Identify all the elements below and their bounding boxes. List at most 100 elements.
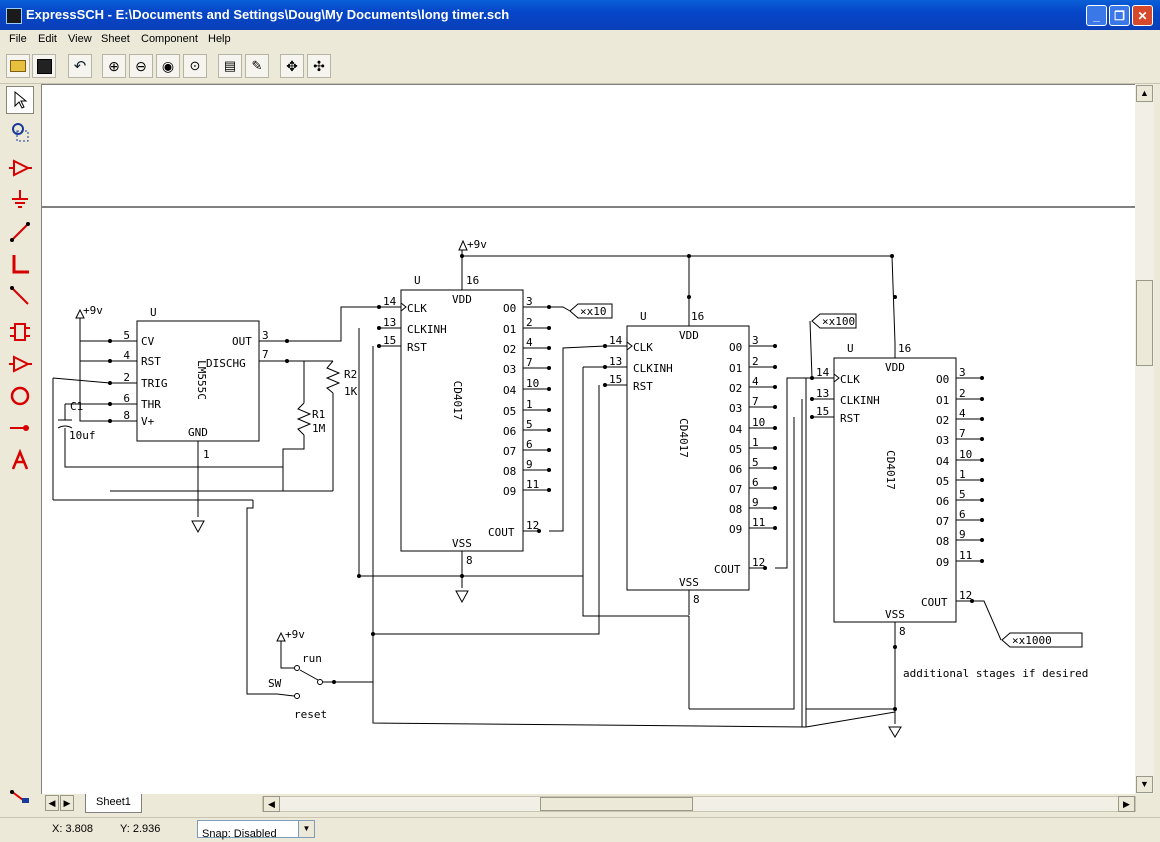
pin-icon	[10, 425, 29, 431]
junction-dot	[980, 559, 984, 563]
junction-dot	[547, 387, 551, 391]
tab-next-button[interactable]: ▶	[60, 795, 74, 811]
buffer-tool[interactable]	[6, 350, 34, 378]
chip-icon	[10, 323, 30, 341]
counter1-output-label: O4	[503, 384, 517, 397]
undo-button[interactable]: ↶	[68, 54, 92, 78]
pointer-tool[interactable]	[6, 86, 34, 114]
counter3-output-label: O0	[936, 373, 949, 386]
counter3-output-label: O9	[936, 556, 949, 569]
scroll-left-button[interactable]: ◀	[263, 796, 280, 812]
ground-tool[interactable]	[6, 186, 34, 214]
junction-dot	[547, 428, 551, 432]
r1-value-label: 1M	[312, 422, 326, 435]
junction-dot	[773, 344, 777, 348]
junction-dot	[547, 366, 551, 370]
vcc-arrow-icon	[458, 239, 468, 251]
vertical-scrollbar[interactable]: ▲ ▼	[1135, 84, 1154, 794]
properties-button[interactable]: ▤	[218, 54, 242, 78]
menu-file[interactable]: File	[9, 33, 27, 45]
counter3-input-label: RST	[840, 412, 860, 425]
timer-pin-number: 3	[262, 329, 269, 342]
counter1-pin-number: 2	[526, 316, 533, 329]
circle-tool[interactable]	[6, 382, 34, 410]
menu-sheet[interactable]: Sheet	[101, 33, 130, 45]
menu-edit[interactable]: Edit	[38, 33, 57, 45]
zoom-select-tool[interactable]	[6, 118, 34, 146]
junction-dot	[773, 466, 777, 470]
junction-dot	[980, 538, 984, 542]
counter1-pin-number: 5	[526, 418, 533, 431]
capacitor-icon	[57, 419, 73, 429]
horizontal-scrollbar[interactable]: ◀ ▶	[262, 796, 1136, 812]
junction-dot	[547, 326, 551, 330]
edit-button[interactable]: ✎	[245, 54, 269, 78]
junction-dot	[547, 468, 551, 472]
counter3-input-label: CLK	[840, 373, 860, 386]
menu-component[interactable]: Component	[141, 33, 198, 45]
junction-dot	[980, 376, 984, 380]
component-tool[interactable]	[6, 154, 34, 182]
chip-tool[interactable]	[6, 318, 34, 346]
counter2-name-label: CD4017	[677, 418, 690, 458]
zoom-fit-button[interactable]: ⊙	[183, 54, 207, 78]
center-button[interactable]: ✣	[307, 54, 331, 78]
counter1-pin-number: 4	[526, 336, 533, 349]
counter1-cout-label: COUT	[488, 526, 515, 539]
zoom-area-button[interactable]: ◉	[156, 54, 180, 78]
maximize-button[interactable]: ❐	[1109, 5, 1130, 26]
tab-prev-button[interactable]: ◀	[45, 795, 59, 811]
pin-tool[interactable]	[6, 414, 34, 442]
close-button[interactable]: ✕	[1132, 5, 1153, 26]
snap-tool[interactable]	[6, 786, 34, 806]
counter1-pin-number: 11	[526, 478, 539, 491]
save-icon	[36, 58, 52, 74]
tag-x1000-label: ×x1000	[1012, 634, 1052, 647]
menu-help[interactable]: Help	[208, 33, 231, 45]
junction-dot	[980, 458, 984, 462]
wire	[689, 417, 795, 710]
scroll-right-button[interactable]: ▶	[1118, 796, 1135, 812]
zoom-in-button[interactable]: ⊕	[102, 54, 126, 78]
counter2-pin-number: 3	[752, 334, 759, 347]
switch-run-label: run	[302, 652, 322, 665]
junction-dot	[773, 405, 777, 409]
tag-x1000-flag	[1001, 632, 1083, 648]
open-button[interactable]	[6, 54, 30, 78]
junction-dot	[357, 574, 361, 578]
minimize-button[interactable]: _	[1086, 5, 1107, 26]
counter3-pin-number: 12	[959, 589, 972, 602]
timer-name-label: LM555C	[195, 360, 208, 400]
open-icon	[10, 60, 26, 72]
counter3-pin-number: 7	[959, 427, 966, 440]
switch-ref-label: SW	[268, 677, 282, 690]
text-icon	[11, 449, 29, 470]
line-tool[interactable]	[6, 282, 34, 310]
zoom-out-button[interactable]: ⊖	[129, 54, 153, 78]
tab-sheet1[interactable]: Sheet1	[85, 794, 142, 813]
vertical-scroll-thumb[interactable]	[1136, 280, 1153, 366]
scroll-down-button[interactable]: ▼	[1136, 776, 1153, 793]
menu-view[interactable]: View	[68, 33, 92, 45]
pan-button[interactable]: ✥	[280, 54, 304, 78]
junction-dot	[773, 506, 777, 510]
counter1-vss-label: VSS	[452, 537, 472, 550]
horizontal-scroll-thumb[interactable]	[540, 797, 693, 811]
counter2-pin-number: 8	[693, 593, 700, 606]
undo-icon: ↶	[73, 58, 87, 75]
wire-tool[interactable]	[6, 218, 34, 246]
junction-dot	[547, 408, 551, 412]
counter1-output-label: O5	[503, 405, 516, 418]
counter3-vdd-label: VDD	[885, 361, 905, 374]
zoom-fit-icon: ⊙	[189, 58, 201, 73]
scroll-up-button[interactable]: ▲	[1136, 85, 1153, 102]
vcc-arrow-icon	[276, 631, 286, 642]
counter3-pin-number: 11	[959, 549, 972, 562]
text-tool[interactable]	[6, 446, 34, 474]
circle-icon	[10, 386, 30, 406]
save-button[interactable]	[32, 54, 56, 78]
snap-dropdown[interactable]: Snap: Disabled ▼	[197, 820, 315, 840]
counter2-pin-number: 6	[752, 476, 759, 489]
bus-tool[interactable]	[6, 250, 34, 278]
